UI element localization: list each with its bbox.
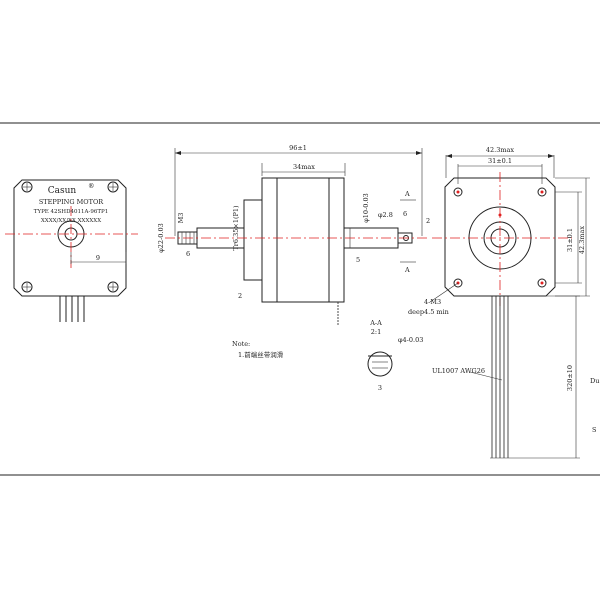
top-view: Casun ® STEPPING MOTOR TYPE 42SHD4011A-9… bbox=[5, 179, 138, 322]
lead-wire-bundle bbox=[490, 296, 510, 459]
mount-label: 4-M3 bbox=[424, 298, 441, 306]
edge-fragment-2: S bbox=[592, 426, 596, 434]
note-title: Note: bbox=[232, 340, 250, 348]
front-hole-tl bbox=[453, 187, 463, 197]
edge-fragment-1: Du bbox=[590, 377, 599, 385]
motor-flange bbox=[243, 199, 263, 281]
front-view: 42.3max 31±0.1 31±0.1 42.3max 4-M3 deep4… bbox=[408, 146, 599, 459]
mount-hole-tr bbox=[107, 181, 119, 193]
height-max: 42.3max bbox=[578, 226, 586, 255]
type-label: TYPE 42SHD4011A-96TP1 bbox=[34, 209, 108, 215]
overall-length: 96±1 bbox=[289, 144, 307, 152]
dim-2-bottom: 2 bbox=[238, 292, 242, 300]
body-length: 34max bbox=[293, 163, 315, 171]
wire-spec: UL1007 AWG26 bbox=[432, 367, 485, 375]
mount-hole-bl bbox=[21, 281, 33, 293]
hole-spacing-side: 31±0.1 bbox=[566, 228, 574, 252]
lead-length: 320±10 bbox=[566, 365, 574, 391]
thread-label: Tr6.35×1(P1) bbox=[232, 205, 240, 251]
brand-reg-mark: ® bbox=[88, 182, 95, 190]
lead-wires-top bbox=[59, 296, 85, 322]
dim-9: 9 bbox=[96, 254, 100, 262]
front-hole-bl bbox=[453, 278, 463, 288]
section-mark-a-top: A bbox=[404, 190, 410, 198]
serial-code: XXXX/XX/XX XXXXXX bbox=[41, 218, 101, 224]
mount-hole-br bbox=[107, 281, 119, 293]
depth-label: deep4.5 min bbox=[408, 308, 449, 316]
dim-6-left: 6 bbox=[186, 250, 190, 258]
section-dia: φ4-0.03 bbox=[398, 336, 423, 344]
hole-spacing-top: 31±0.1 bbox=[488, 157, 512, 165]
dim-6-right: 6 bbox=[403, 210, 407, 218]
front-hole-br bbox=[537, 278, 547, 288]
section-width: 3 bbox=[378, 384, 382, 392]
dim-5: 5 bbox=[356, 256, 360, 264]
section-title: A-A bbox=[369, 319, 382, 327]
motor-body bbox=[261, 177, 345, 303]
product-label: STEPPING MOTOR bbox=[39, 198, 104, 206]
section-mark-a-bottom: A bbox=[404, 266, 410, 274]
brand-name: Casun bbox=[48, 186, 77, 196]
shaft-dia-label: φ22-0.03 bbox=[157, 223, 165, 253]
width-max: 42.3max bbox=[486, 146, 515, 154]
front-hole-tr bbox=[537, 187, 547, 197]
note: Note: 1.前端丝带润滑 bbox=[232, 340, 284, 359]
end-shaft-dia: φ10-0.03 bbox=[362, 193, 370, 223]
top-view-outline bbox=[13, 179, 127, 297]
dim-2-right: 2 bbox=[426, 217, 430, 225]
mount-hole-tl bbox=[21, 181, 33, 193]
end-dia: φ2.8 bbox=[378, 211, 393, 219]
note-item-1: 1.前端丝带润滑 bbox=[238, 350, 284, 359]
m3-label: M3 bbox=[177, 213, 185, 224]
side-view: 96±1 34max Tr6.35×1(P1) M3 φ22-0.03 6 φ1… bbox=[157, 144, 430, 325]
section-circle bbox=[367, 351, 393, 377]
section-aa: A-A 2:1 φ4-0.03 3 bbox=[367, 319, 423, 392]
section-scale: 2:1 bbox=[371, 328, 381, 336]
